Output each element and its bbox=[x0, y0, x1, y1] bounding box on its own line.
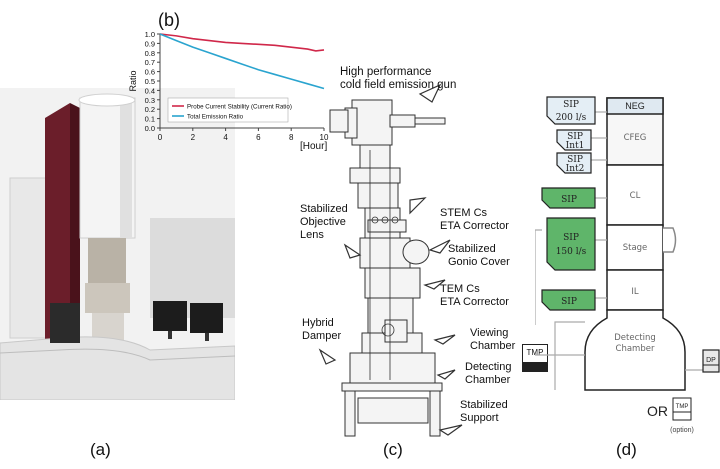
x-tick-label: 2 bbox=[191, 133, 196, 142]
y-tick-label: 0.0 bbox=[145, 124, 155, 133]
label-damper: Hybrid Damper bbox=[302, 317, 342, 342]
series-line-1 bbox=[159, 33, 325, 52]
cl-label: CL bbox=[630, 191, 641, 201]
x-tick-label: 4 bbox=[223, 133, 228, 142]
tmp-label-c: TMP bbox=[526, 348, 544, 357]
y-tick-label: 0.5 bbox=[145, 77, 155, 86]
sip-int2-name: Int2 bbox=[566, 164, 585, 174]
panel-label-a: (a) bbox=[90, 440, 111, 459]
y-tick-label: 0.3 bbox=[145, 96, 155, 105]
detect-label-1: Detecting bbox=[614, 333, 656, 343]
panel-label-d: (d) bbox=[616, 440, 637, 459]
y-tick-label: 0.2 bbox=[145, 105, 155, 114]
label-objective: Stabilized Objective Lens bbox=[300, 203, 348, 241]
detect-label-2: Chamber bbox=[616, 344, 655, 354]
x-tick-label: 0 bbox=[158, 133, 163, 142]
y-tick-label: 1.0 bbox=[145, 30, 155, 39]
sip-cl-label: SIP bbox=[561, 195, 577, 205]
il-label: IL bbox=[631, 287, 639, 297]
y-tick-label: 0.8 bbox=[145, 49, 155, 58]
legend-entry-1: Probe Current Stability (Current Ratio) bbox=[187, 104, 292, 111]
legend-box bbox=[167, 97, 289, 123]
tmp-option-label: TMP bbox=[676, 404, 689, 410]
microscope-drawing bbox=[318, 83, 463, 437]
neg-label: NEG bbox=[625, 101, 645, 111]
panel-label-c: (c) bbox=[383, 440, 403, 459]
sip-int2-label: SIP bbox=[567, 155, 583, 165]
sip-200-speed: 200 l/s bbox=[556, 113, 587, 123]
legend-entry-2: Total Emission Ratio bbox=[187, 114, 244, 121]
tmp-box-c: TMP bbox=[522, 344, 548, 372]
sip-150-label: SIP bbox=[563, 233, 579, 243]
sip-int1-label: SIP bbox=[567, 132, 583, 142]
label-viewing: Viewing Chamber bbox=[470, 327, 516, 352]
stability-chart: 0 2 4 6 8 10 0.00.10.20.30.40.50.60.70.80.91.0… bbox=[128, 30, 329, 152]
label-support: Stabilized Support bbox=[460, 399, 508, 424]
series-line-2 bbox=[159, 33, 325, 90]
sip-int1-name: Int1 bbox=[566, 141, 585, 151]
option-label: (option) bbox=[670, 427, 694, 434]
label-gun: High performance cold field emission gun bbox=[340, 66, 457, 91]
y-tick-label: 0.7 bbox=[145, 58, 155, 67]
or-label: OR bbox=[647, 403, 668, 419]
panel-label-b: (b) bbox=[158, 10, 180, 30]
x-tick-label: 8 bbox=[289, 133, 294, 142]
y-tick-label: 0.6 bbox=[145, 68, 155, 77]
label-gonio: Stabilized Gonio Cover bbox=[448, 243, 510, 268]
dp-label: DP bbox=[706, 357, 716, 364]
microscope-photo bbox=[0, 88, 235, 400]
vacuum-schematic: SIP 200 l/s NEG CFEG SIP Int1 SIP Int2 C… bbox=[535, 96, 720, 434]
sip-200-label: SIP bbox=[563, 100, 579, 110]
label-stem-cs: STEM Cs ETA Corrector bbox=[440, 207, 509, 232]
x-tick-label: 10 bbox=[320, 133, 329, 142]
sip-150-speed: 150 l/s bbox=[556, 247, 587, 257]
y-tick-label: 0.1 bbox=[145, 115, 155, 124]
cfeg-label: CFEG bbox=[624, 133, 647, 143]
label-tem-cs: TEM Cs ETA Corrector bbox=[440, 283, 509, 308]
sip-il-label: SIP bbox=[561, 297, 577, 307]
y-tick-label: 0.9 bbox=[145, 39, 155, 48]
label-detecting: Detecting Chamber bbox=[465, 361, 512, 386]
y-axis-label: Ratio bbox=[128, 70, 138, 91]
x-axis-label: [Hour] bbox=[300, 141, 327, 152]
x-tick-label: 6 bbox=[256, 133, 261, 142]
y-tick-label: 0.4 bbox=[145, 86, 155, 95]
stage-label: Stage bbox=[623, 243, 648, 253]
